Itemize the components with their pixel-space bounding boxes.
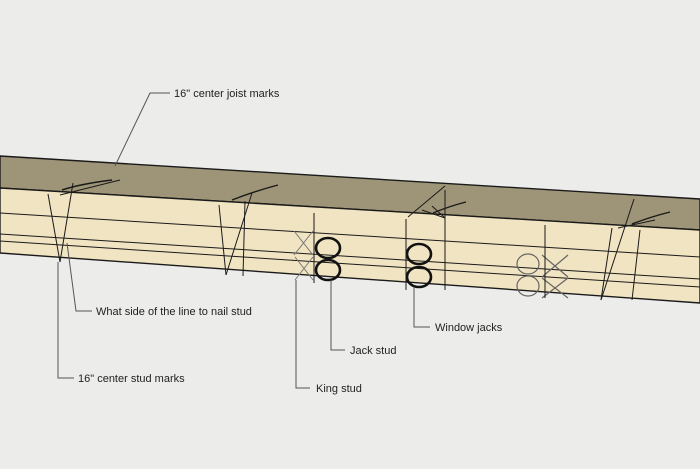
stud-mark-1: [47, 179, 121, 263]
label-nail-side: What side of the line to nail stud: [96, 306, 252, 318]
plate-seam-middle: [0, 233, 700, 280]
king-stud-marks: [293, 230, 314, 281]
label-king-stud: King stud: [316, 383, 362, 395]
window-jack-marks-right: [516, 253, 569, 299]
plate-seam-upper: [0, 212, 700, 258]
label-window-jacks: Window jacks: [435, 322, 503, 334]
leader-stud-marks: [57, 262, 74, 379]
label-joist-marks: 16" center joist marks: [174, 88, 280, 100]
window-jack-marks: [405, 242, 433, 289]
leader-window-jacks: [413, 287, 430, 328]
plate-top-face: [0, 155, 700, 231]
leader-joist-marks: [114, 92, 170, 167]
leader-king-stud: [295, 280, 310, 389]
stud-mark-4: [600, 198, 671, 301]
leader-jack-stud: [330, 280, 345, 351]
callout-leaders: [57, 92, 430, 389]
jack-stud-marks: [314, 236, 342, 282]
stud-mark-2: [218, 184, 279, 277]
plate-seam-lower: [0, 240, 700, 288]
leader-nail-side: [66, 242, 92, 312]
stud-mark-3: [407, 185, 467, 290]
label-jack-stud: Jack stud: [350, 345, 396, 357]
label-stud-marks: 16" center stud marks: [78, 373, 185, 385]
